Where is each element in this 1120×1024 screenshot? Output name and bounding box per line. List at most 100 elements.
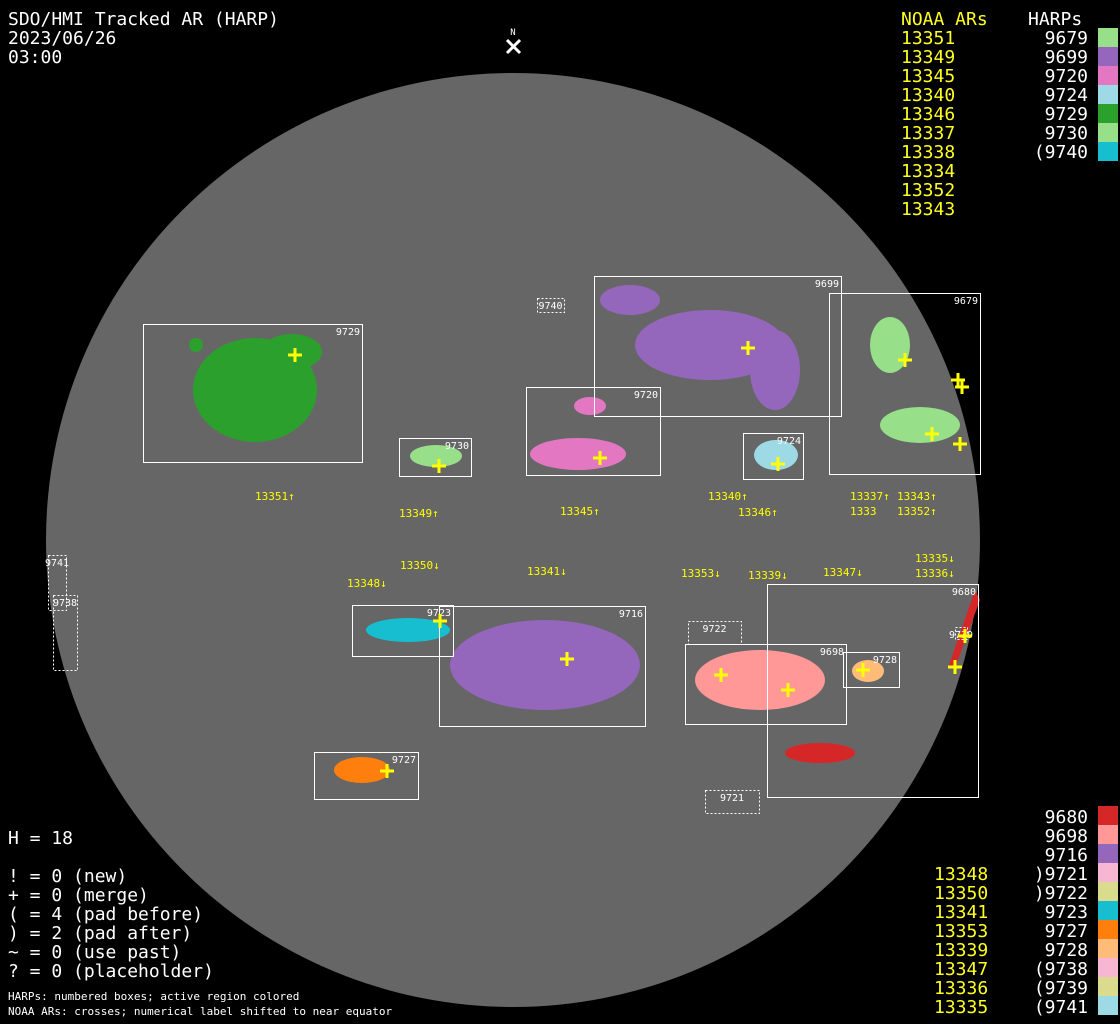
noaa-ar-item: 13340 (901, 85, 956, 106)
stat-line: ! = 0 (new) (8, 866, 128, 887)
active-region-patch (695, 650, 825, 710)
harp-box-label: 9699 (815, 279, 839, 290)
stat-line: ? = 0 (placeholder) (8, 961, 214, 982)
harp-heading: HARPs (1028, 9, 1083, 30)
harp-box (955, 627, 968, 640)
harp-color-swatch (1098, 123, 1118, 142)
harp-color-swatch (1098, 958, 1118, 977)
noaa-ar-item: 13349 (901, 47, 956, 68)
solar-disk (46, 73, 980, 1007)
harp-color-swatch (1098, 825, 1118, 844)
noaa-cross-icon (958, 629, 972, 643)
active-region-patch (635, 310, 785, 380)
noaa-ar-label: 13352↑ (897, 505, 937, 518)
noaa-ar-item: 13351 (901, 28, 956, 49)
harp-box-label: 9740 (538, 301, 562, 312)
noaa-ar-label: 13343↑ (897, 490, 937, 503)
noaa-ar-label: 13335↓ (915, 552, 955, 565)
noaa-cross-icon (741, 341, 755, 355)
harp-box-label: 9698 (820, 647, 844, 658)
harp-item: 9720 (1044, 66, 1088, 87)
noaa-cross-icon (432, 459, 446, 473)
noaa-cross-icon (898, 353, 912, 367)
noaa-ar-label: 13353↓ (681, 567, 721, 580)
noaa-cross-icon (288, 348, 302, 362)
footer-line-2: NOAA ARs: crosses; numerical label shift… (8, 1005, 393, 1018)
noaa-ar-label: 13341↓ (527, 565, 567, 578)
noaa-ar-label: 13347↓ (823, 566, 863, 579)
harp-item: (9741 (1033, 997, 1088, 1018)
harp-box-label: 9724 (777, 436, 801, 447)
active-region-patch (530, 438, 626, 470)
harp-box-label: 9722 (702, 624, 726, 635)
harp-box (743, 433, 804, 480)
noaa-ar-label: 13348↓ (347, 577, 387, 590)
harp-item: 9699 (1044, 47, 1088, 68)
harp-box-label: 9716 (619, 609, 643, 620)
harp-color-swatch (1098, 996, 1118, 1015)
noaa-heading: NOAA ARs (901, 9, 988, 30)
active-region-patch (574, 397, 606, 415)
stat-line: ) = 2 (pad after) (8, 923, 193, 944)
harp-item: )9722 (1033, 883, 1088, 904)
noaa-ar-item: 13352 (901, 180, 956, 201)
harp-box (526, 387, 661, 476)
harp-color-swatch (1098, 939, 1118, 958)
harp-item: 9730 (1044, 123, 1088, 144)
active-region-patch (366, 618, 450, 642)
harp-box-label: 9738 (53, 598, 77, 609)
noaa-ar-item: 13338 (901, 142, 956, 163)
harp-item: 9679 (1044, 28, 1088, 49)
noaa-ar-item: 13346 (901, 104, 956, 125)
harp-box (143, 324, 363, 463)
noaa-ar-item: 13339 (934, 940, 989, 961)
harp-box (399, 438, 472, 477)
harp-box-label: 9727 (392, 755, 416, 766)
active-region-patch (262, 334, 322, 370)
harp-box (53, 595, 78, 671)
noaa-cross-icon (560, 652, 574, 666)
harp-box (843, 652, 900, 688)
harp-color-swatch (1098, 66, 1118, 85)
harp-box-label: 9730 (445, 441, 469, 452)
noaa-ar-item: 13336 (934, 978, 989, 999)
harp-color-swatch (1098, 806, 1118, 825)
noaa-ar-item: 13343 (901, 199, 956, 220)
noaa-ar-label: 13340↑ (708, 490, 748, 503)
harp-color-swatch (1098, 863, 1118, 882)
noaa-cross-icon (925, 427, 939, 441)
harp-color-swatch (1098, 844, 1118, 863)
harp-box-label: 9680 (952, 587, 976, 598)
harp-box-label: 9723 (427, 608, 451, 619)
noaa-cross-icon (714, 668, 728, 682)
noaa-cross-icon (771, 457, 785, 471)
noaa-ar-label: 13351↑ (255, 490, 295, 503)
noaa-ar-item: 13337 (901, 123, 956, 144)
harp-box (537, 298, 565, 313)
harp-color-swatch (1098, 882, 1118, 901)
noaa-ar-label: 1333 (850, 505, 877, 518)
harp-box-label: 9679 (954, 296, 978, 307)
noaa-ar-label: 13345↑ (560, 505, 600, 518)
harp-box (352, 605, 454, 657)
harp-item: 9728 (1044, 940, 1088, 961)
noaa-ar-label: 13350↓ (400, 559, 440, 572)
noaa-cross-icon (433, 614, 447, 628)
active-region-patch (450, 620, 640, 710)
stat-line: ( = 4 (pad before) (8, 904, 204, 925)
harp-color-swatch (1098, 28, 1118, 47)
noaa-cross-icon (781, 683, 795, 697)
north-label: N (510, 28, 515, 38)
active-region-patch (410, 445, 462, 467)
footer-line-1: HARPs: numbered boxes; active region col… (8, 990, 300, 1003)
harp-item: (9740 (1033, 142, 1088, 163)
harp-box (314, 752, 419, 800)
noaa-ar-item: 13350 (934, 883, 989, 904)
harp-box (688, 621, 742, 645)
harp-box-label: 9720 (634, 390, 658, 401)
harp-item: )9721 (1033, 864, 1088, 885)
noaa-ar-item: 13345 (901, 66, 956, 87)
harp-color-swatch (1098, 104, 1118, 123)
harp-box-label: 9721 (720, 793, 744, 804)
